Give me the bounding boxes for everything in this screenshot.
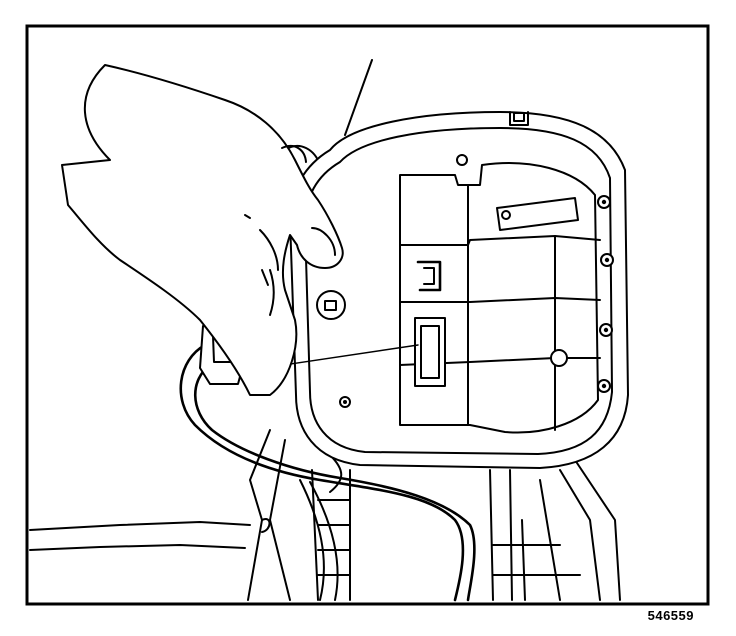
hand — [61, 64, 344, 396]
module-panel — [399, 162, 601, 434]
seat-frame — [29, 429, 621, 601]
mounting-holes — [597, 195, 614, 393]
wire-harness — [179, 343, 476, 602]
figure-number: 546559 — [647, 608, 694, 623]
